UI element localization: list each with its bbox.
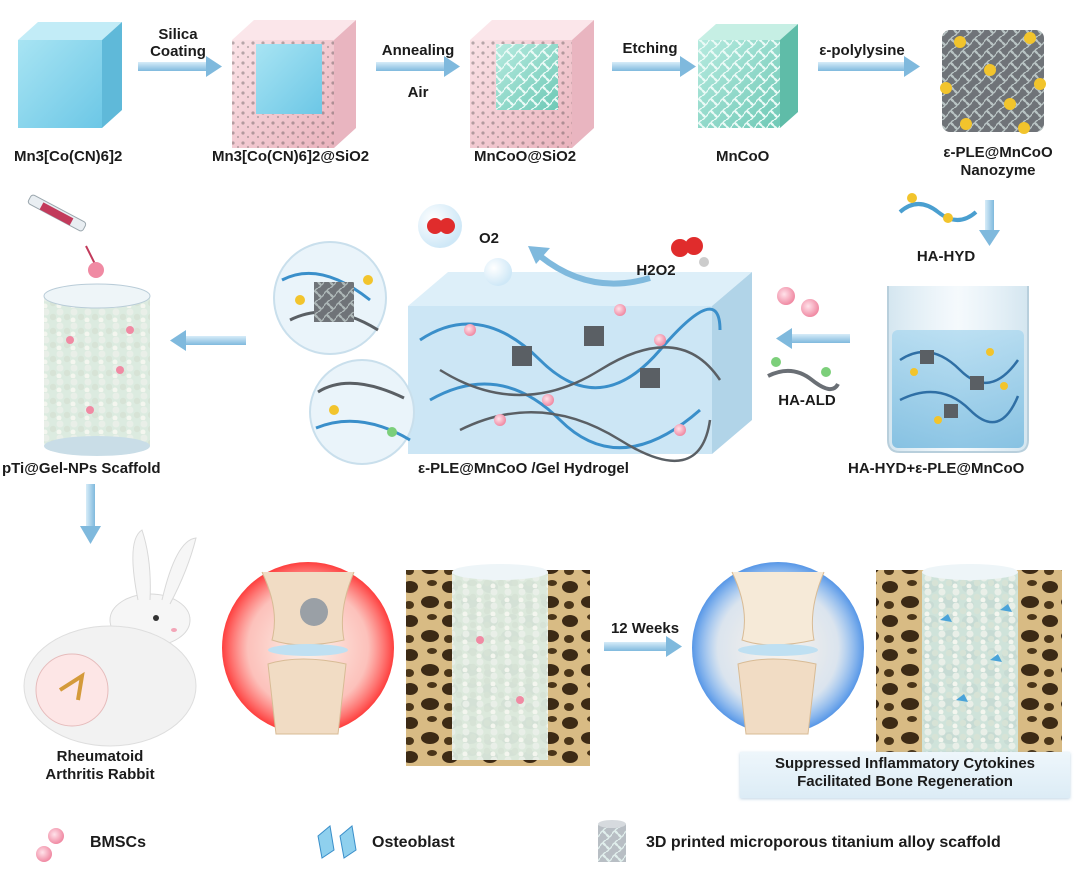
arrow-12-weeks bbox=[604, 636, 682, 657]
arrow-to-scaffold bbox=[170, 330, 246, 351]
arrow-1-bottom: Coating bbox=[150, 43, 206, 60]
step-3-label: MnCoO@SiO2 bbox=[474, 148, 577, 165]
outcome-label-1: Suppressed Inflammatory Cytokines bbox=[774, 755, 1036, 772]
silica-coated-cube-icon bbox=[232, 20, 356, 148]
outcome-banner bbox=[740, 752, 1070, 798]
step-2-label: Mn3[Co(CN)6]2@SiO2 bbox=[212, 148, 370, 165]
h2o2-label: H2O2 bbox=[636, 262, 676, 279]
bone-block-implant-icon bbox=[406, 564, 590, 766]
h2o2-molecule-icon bbox=[671, 239, 689, 257]
inflamed-knee-icon bbox=[222, 562, 394, 735]
regenerated-bone-block-icon bbox=[876, 564, 1062, 752]
arrow-4-top: ε-polylysine bbox=[819, 42, 905, 59]
legend-osteoblast-icon bbox=[317, 825, 357, 859]
legend-bmsc-icon bbox=[48, 828, 64, 844]
arrow-to-rabbit bbox=[80, 484, 101, 544]
rabbit-label-1: Rheumatoid bbox=[56, 748, 144, 765]
arrow-3-top: Etching bbox=[622, 40, 678, 57]
legend-osteoblast-label: Osteoblast bbox=[372, 834, 455, 851]
legend-ti-scaffold-icon bbox=[598, 820, 626, 862]
zoom-nanozyme-circle bbox=[273, 241, 387, 355]
rabbit-label-2: Arthritis Rabbit bbox=[45, 766, 155, 783]
bmsc-cell-icon bbox=[777, 287, 795, 305]
scaffold-cylinder-icon bbox=[43, 283, 151, 456]
arrow-1-top: Silica bbox=[158, 26, 198, 43]
step-1-label: Mn3[Co(CN)6]2 bbox=[14, 148, 123, 165]
beaker-label: HA-HYD+ε-PLE@MnCoO bbox=[848, 460, 1025, 477]
arrow-polylysine bbox=[818, 56, 920, 77]
rabbit-icon bbox=[23, 529, 197, 747]
arrow-etching bbox=[612, 56, 696, 77]
ha-ald-chain-icon bbox=[767, 357, 840, 392]
beaker-icon bbox=[887, 286, 1029, 453]
outcome-label-2: Facilitated Bone Regeneration bbox=[797, 773, 1013, 790]
mncoo-sio2-cube-icon bbox=[470, 20, 594, 148]
ha-hyd-label: HA-HYD bbox=[916, 248, 976, 265]
mncoo-cube-icon bbox=[698, 24, 798, 128]
scaffold-label: pTi@Gel-NPs Scaffold bbox=[2, 460, 161, 477]
legend-bmsc-label: BMSCs bbox=[90, 834, 147, 851]
step-5-sublabel: Nanozyme bbox=[960, 162, 1036, 179]
cube-mn3co-icon bbox=[18, 22, 122, 128]
hydrogel-block-icon bbox=[408, 272, 752, 463]
ha-ald-label: HA-ALD bbox=[778, 392, 836, 409]
step-5-label: ε-PLE@MnCoO bbox=[943, 144, 1053, 161]
arrow-silica-coating bbox=[138, 56, 222, 77]
ha-hyd-chain-icon bbox=[898, 193, 978, 223]
o2-label: O2 bbox=[478, 230, 499, 247]
zoom-crosslink-circle bbox=[309, 359, 415, 465]
arrow-to-beaker bbox=[979, 200, 1000, 246]
arrow-to-hydrogel bbox=[776, 328, 850, 349]
weeks-label: 12 Weeks bbox=[610, 620, 680, 637]
syringe-icon bbox=[27, 194, 104, 278]
arrow-2-bottom: Air bbox=[407, 84, 429, 101]
nanozyme-icon bbox=[940, 30, 1046, 134]
step-4-label: MnCoO bbox=[716, 148, 770, 165]
reaction-arrow bbox=[538, 253, 651, 287]
bmsc-cell-icon bbox=[801, 299, 819, 317]
arrow-annealing bbox=[376, 56, 460, 77]
hydrogel-label: ε-PLE@MnCoO /Gel Hydrogel bbox=[418, 460, 629, 477]
healed-knee-icon bbox=[692, 562, 864, 735]
arrow-2-top: Annealing bbox=[381, 42, 455, 59]
bubble-icon bbox=[484, 258, 512, 286]
legend-scaffold-label: 3D printed microporous titanium alloy sc… bbox=[646, 834, 1001, 851]
